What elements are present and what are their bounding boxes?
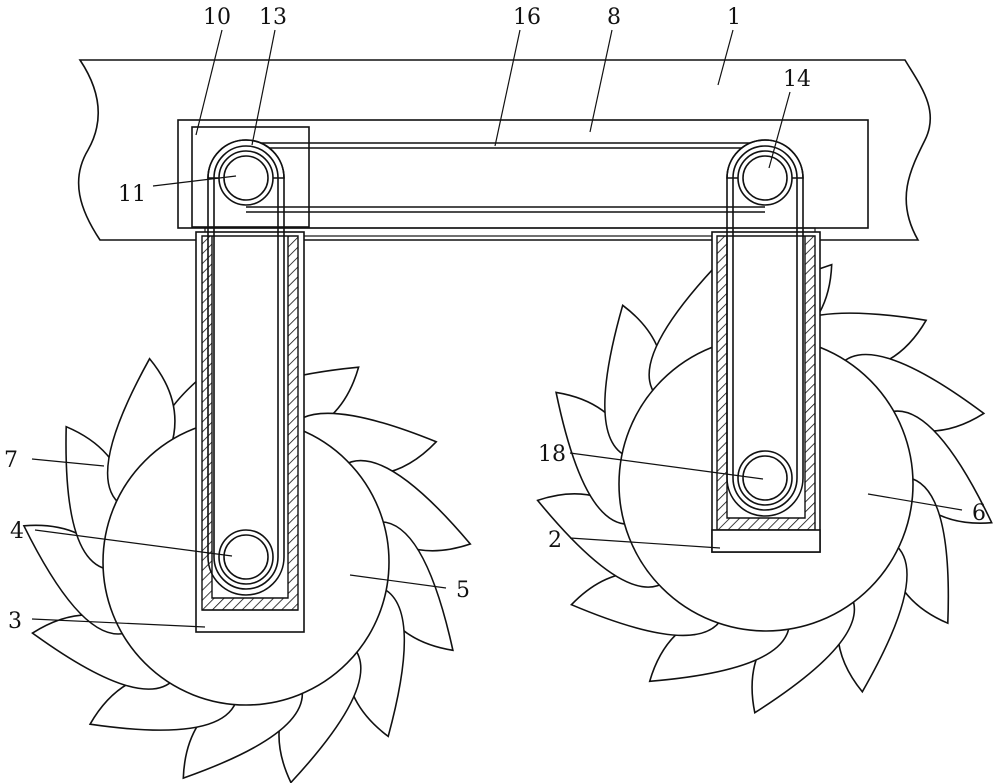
label-10: 10 xyxy=(203,5,231,30)
top-belt xyxy=(246,142,765,213)
left-gear-tooth xyxy=(106,357,176,507)
label-18: 18 xyxy=(538,442,566,467)
labels: 10 13 16 8 1 14 11 7 4 5 3 18 6 2 xyxy=(4,5,986,634)
label-3: 3 xyxy=(8,609,22,634)
pulley-bottom-left xyxy=(218,529,274,585)
label-8: 8 xyxy=(607,5,621,30)
pulley-bottom-right xyxy=(737,450,793,506)
pulley-top-left xyxy=(207,139,285,206)
label-4: 4 xyxy=(10,519,24,544)
label-7: 7 xyxy=(4,448,18,473)
label-2: 2 xyxy=(548,528,562,553)
label-5: 5 xyxy=(456,578,470,603)
label-1: 1 xyxy=(727,5,741,30)
left-belt xyxy=(207,178,285,596)
label-6: 6 xyxy=(972,501,986,526)
label-14: 14 xyxy=(783,67,811,92)
label-11: 11 xyxy=(118,182,146,207)
leader-lines xyxy=(31,29,963,628)
pulley-top-right xyxy=(726,139,804,206)
label-16: 16 xyxy=(513,5,541,30)
right-belt xyxy=(726,178,804,517)
label-13: 13 xyxy=(259,5,287,30)
